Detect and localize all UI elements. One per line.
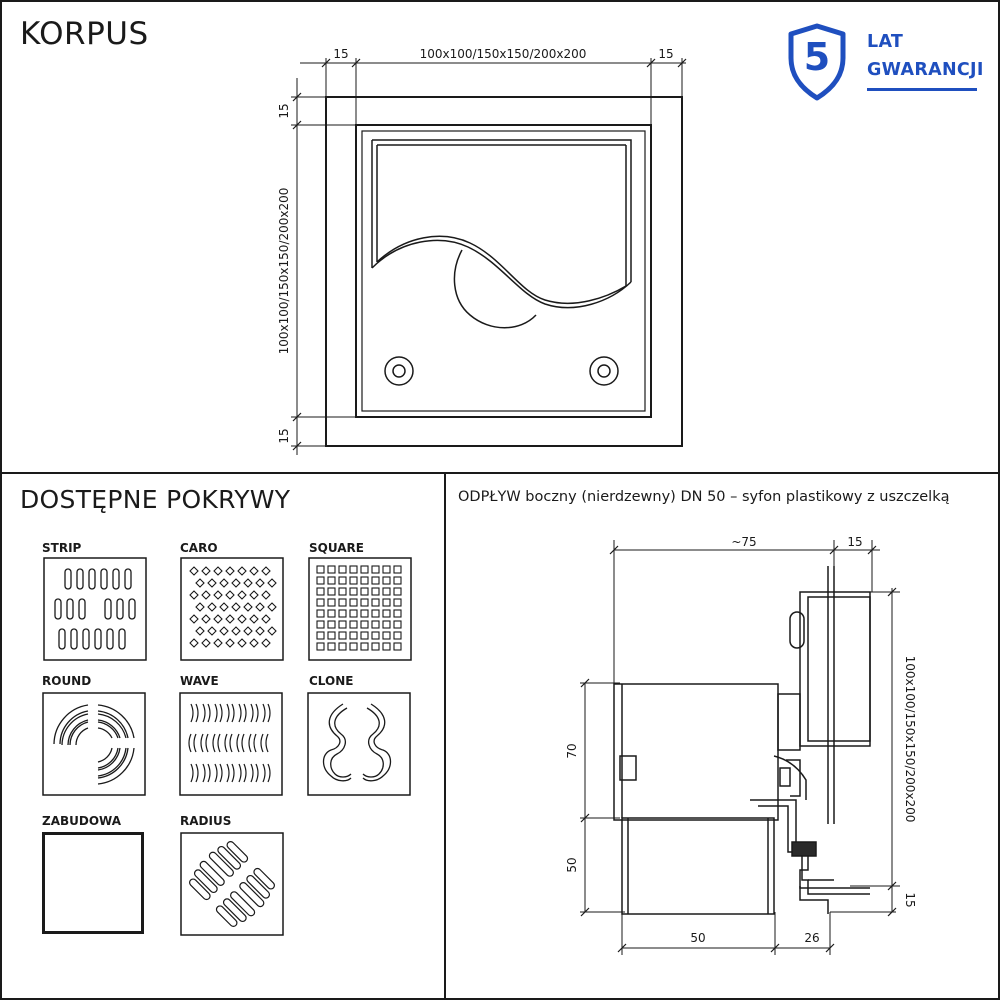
outlet-title: ODPŁYW boczny (nierdzewny) DN 50 – syfon…: [458, 489, 950, 505]
outlet-dim-offset: 26: [804, 931, 819, 945]
korpus-dim-right: 15: [658, 47, 673, 61]
inner-frame: [355, 124, 652, 418]
outlet-dim-bottom-flange: 15: [903, 892, 917, 907]
korpus-dim-inner: 100x100/150x150/200x200: [420, 47, 587, 61]
warranty-line2: GWARANCJI: [867, 60, 984, 80]
warranty-underline: [867, 88, 977, 91]
cover-label-zabudowa: ZABUDOWA: [42, 814, 122, 828]
shield-icon: [788, 23, 846, 101]
outlet-dim-flange: 15: [847, 535, 862, 549]
cover-tile-radius: [180, 832, 284, 936]
korpus-dim-left: 15: [333, 47, 348, 61]
outlet-dim-length: ~75: [731, 535, 756, 549]
outlet-dim-pipe: 50: [690, 931, 705, 945]
cover-label-radius: RADIUS: [180, 814, 232, 828]
warranty-years: 5: [803, 35, 831, 79]
korpus-dim-bottom: 15: [277, 428, 291, 443]
korpus-title: KORPUS: [20, 16, 149, 52]
outlet-dim-height-top: 70: [565, 743, 579, 758]
cover-tile-clone: [307, 692, 411, 796]
cover-label-caro: CARO: [180, 541, 218, 555]
cover-tile-round: [42, 692, 146, 796]
cover-label-square: SQUARE: [309, 541, 364, 555]
warranty-badge: 5 LAT GWARANCJI: [785, 22, 985, 107]
korpus-dim-vertical: 100x100/150x150/200x200: [277, 188, 291, 355]
cover-label-round: ROUND: [42, 674, 92, 688]
cover-tile-wave: [179, 692, 283, 796]
cover-label-wave: WAVE: [180, 674, 219, 688]
outlet-dim-height-bottom: 50: [565, 857, 579, 872]
cover-tile-square: [308, 557, 412, 661]
cover-tile-zabudowa: [42, 832, 144, 934]
covers-title: DOSTĘPNE POKRYWY: [20, 485, 291, 514]
outlet-dim-size-range: 100x100/150x150/200x200: [903, 656, 917, 823]
warranty-line1: LAT: [867, 32, 904, 52]
cover-tile-caro: [180, 557, 284, 661]
outlet-drawing: ~75 15 70 50 50 26 100x100/150x150/200x2…: [565, 535, 917, 955]
outlet-panel: [444, 472, 1000, 1000]
cover-label-strip: STRIP: [42, 541, 82, 555]
cover-tile-strip: [43, 557, 147, 661]
korpus-drawing: 15 100x100/150x150/200x200 15 15 100x100…: [277, 47, 687, 455]
outer-frame: [325, 96, 683, 447]
korpus-dim-top: 15: [277, 103, 291, 118]
cover-label-clone: CLONE: [309, 674, 354, 688]
